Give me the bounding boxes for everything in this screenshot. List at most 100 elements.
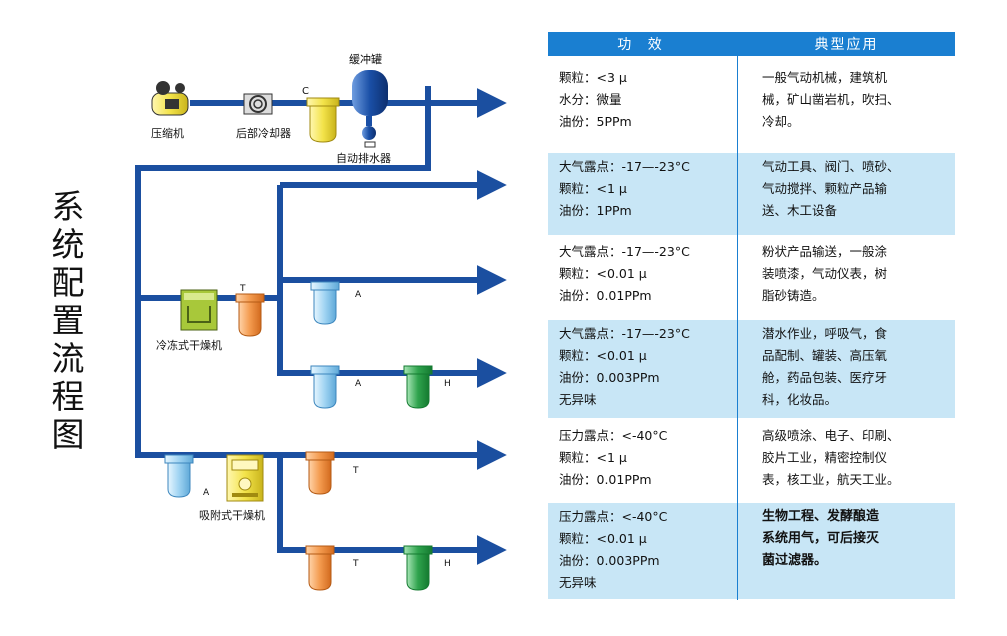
- effect-line: 颗粒：<1 μ: [559, 450, 627, 465]
- auto-drain-label: 自动排水器: [336, 151, 391, 165]
- filter-a-3: A: [164, 454, 210, 498]
- filter-h-1-label: H: [444, 379, 451, 389]
- filter-a-1-label: A: [355, 290, 362, 300]
- application-line: 气动搅拌、颗粒产品输: [762, 181, 888, 196]
- effect-cell: 压力露点：<-40°C 颗粒：<1 μ 油份：0.01PPm: [548, 422, 738, 500]
- effect-cell: 大气露点：-17—-23°C 颗粒：<1 μ 油份：1PPm: [548, 153, 738, 235]
- header-effect: 功 效: [548, 32, 738, 56]
- effect-line: 大气露点：-17—-23°C: [559, 244, 690, 259]
- filter-h-2-label: H: [444, 559, 451, 569]
- effect-line: 颗粒：<0.01 μ: [559, 266, 647, 281]
- effect-line: 颗粒：<1 μ: [559, 181, 627, 196]
- effect-line: 油份：5PPm: [559, 114, 632, 129]
- table-row: 大气露点：-17—-23°C 颗粒：<0.01 μ 油份：0.003PPm 无异味 潜水…: [548, 320, 955, 418]
- buffer-tank: 缓冲罐 自动排水器: [336, 52, 391, 165]
- effect-cell: 颗粒：<3 μ 水分：微量油份：5PPm: [548, 64, 738, 150]
- filter-t-1: T: [235, 284, 265, 337]
- application-line: 脂砂铸造。: [762, 288, 825, 303]
- application-line: 粉状产品输送，一般涂: [762, 244, 888, 259]
- refrigerated-dryer-label: 冷冻式干燥机: [156, 338, 222, 352]
- application-line: 系统用气，可后接灭: [762, 531, 880, 546]
- application-cell: 粉状产品输送，一般涂装喷漆，气动仪表，树脂砂铸造。: [738, 238, 955, 317]
- effect-line: 压力露点：<-40°C: [559, 428, 668, 443]
- effect-line: 大气露点：-17—-23°C: [559, 326, 690, 341]
- effect-cell: 大气露点：-17—-23°C 颗粒：<0.01 μ 油份：0.003PPm 无异味: [548, 320, 738, 418]
- compressor-label: 压缩机: [151, 126, 184, 140]
- filter-h-1: H: [403, 365, 451, 409]
- table-header: 功 效 典型应用: [548, 32, 955, 56]
- table-row: 大气露点：-17—-23°C 颗粒：<0.01 μ 油份：0.01PPm 粉状产品输送…: [548, 238, 955, 317]
- side-title: 系 统 配 置 流 程 图: [44, 188, 92, 454]
- effect-line: 颗粒：<3 μ: [559, 70, 627, 85]
- effect-line: 颗粒：<0.01 μ: [559, 531, 647, 546]
- application-line: 潜水作业，呼吸气，食: [762, 326, 888, 341]
- application-line: 送、木工设备: [762, 203, 838, 218]
- filter-t-3: T: [305, 545, 359, 591]
- application-line: 生物工程、发酵酿造: [762, 509, 880, 524]
- filter-a-2: A: [310, 365, 362, 409]
- effect-line: 油份：0.01PPm: [559, 472, 652, 487]
- application-line: 气动工具、阀门、喷砂、: [762, 159, 900, 174]
- table-row: 大气露点：-17—-23°C 颗粒：<1 μ 油份：1PPm 气动工具、阀门、喷砂、气…: [548, 153, 955, 235]
- effect-line: 水分：微量: [559, 92, 622, 107]
- effect-line: 油份：0.003PPm: [559, 553, 660, 568]
- filter-c: C: [302, 86, 340, 143]
- filter-t-2-label: T: [352, 466, 359, 476]
- application-cell: 气动工具、阀门、喷砂、气动搅拌、颗粒产品输送、木工设备: [738, 153, 955, 235]
- buffer-tank-label: 缓冲罐: [349, 52, 382, 66]
- effect-cell: 大气露点：-17—-23°C 颗粒：<0.01 μ 油份：0.01PPm: [548, 238, 738, 317]
- application-line: 舱，药品包装、医疗牙: [762, 370, 888, 385]
- effect-line: 油份：0.003PPm: [559, 370, 660, 385]
- filter-c-label: C: [302, 86, 309, 97]
- side-title-char: 置: [51, 301, 85, 340]
- application-cell: 高级喷涂、电子、印刷、胶片工业，精密控制仪表，核工业，航天工业。: [738, 422, 955, 500]
- filter-t-3-label: T: [352, 559, 359, 569]
- effect-line: 颗粒：<0.01 μ: [559, 348, 647, 363]
- application-line: 菌过滤器。: [762, 553, 828, 568]
- application-line: 表，核工业，航天工业。: [762, 472, 900, 487]
- effect-line: 压力露点：<-40°C: [559, 509, 668, 524]
- adsorption-dryer-label: 吸附式干燥机: [199, 508, 265, 522]
- application-line: 一般气动机械，建筑机: [762, 70, 888, 85]
- application-line: 械，矿山凿岩机，吹扫、: [762, 92, 900, 107]
- effect-cell: 压力露点：<-40°C 颗粒：<0.01 μ 油份：0.003PPm 无异味: [548, 503, 738, 599]
- filter-a-3-label: A: [203, 488, 210, 498]
- filter-a-1: A: [310, 281, 362, 325]
- side-title-char: 流: [51, 339, 85, 378]
- effect-line: 油份：1PPm: [559, 203, 632, 218]
- header-application: 典型应用: [814, 37, 879, 53]
- application-cell: 生物工程、发酵酿造系统用气，可后接灭菌过滤器。: [738, 503, 955, 599]
- effect-line: 无异味: [559, 575, 597, 590]
- filter-t-2: T: [305, 451, 359, 495]
- application-line: 高级喷涂、电子、印刷、: [762, 428, 900, 443]
- application-line: 冷却。: [762, 114, 800, 129]
- side-title-char: 系: [51, 187, 85, 226]
- compressor: 压缩机: [151, 81, 189, 140]
- column-divider: [737, 32, 738, 600]
- effect-line: 油份：0.01PPm: [559, 288, 652, 303]
- filter-a-2-label: A: [355, 379, 362, 389]
- filter-h-2: H: [403, 545, 451, 591]
- application-cell: 潜水作业，呼吸气，食品配制、罐装、高压氧舱，药品包装、医疗牙科，化妆品。: [738, 320, 955, 418]
- side-title-char: 程: [51, 377, 85, 416]
- table-row: 颗粒：<3 μ 水分：微量油份：5PPm 一般气动机械，建筑机械，矿山凿岩机，吹扫、…: [548, 64, 955, 150]
- filter-t-1-label: T: [239, 284, 246, 294]
- effect-line: 无异味: [559, 392, 597, 407]
- application-line: 胶片工业，精密控制仪: [762, 450, 888, 465]
- side-title-char: 图: [51, 415, 85, 454]
- aftercooler: 后部冷却器: [236, 93, 291, 140]
- table-row: 压力露点：<-40°C 颗粒：<0.01 μ 油份：0.003PPm 无异味 生物工程、…: [548, 503, 955, 599]
- table-row: 压力露点：<-40°C 颗粒：<1 μ 油份：0.01PPm 高级喷涂、电子、印刷、胶…: [548, 422, 955, 500]
- application-line: 装喷漆，气动仪表，树: [762, 266, 888, 281]
- application-line: 品配制、罐装、高压氧: [762, 348, 888, 363]
- aftercooler-label: 后部冷却器: [236, 126, 291, 140]
- spec-table: 功 效 典型应用: [548, 32, 955, 56]
- side-title-char: 配: [51, 263, 85, 302]
- adsorption-dryer: 吸附式干燥机: [199, 454, 265, 522]
- effect-line: 大气露点：-17—-23°C: [559, 159, 690, 174]
- side-title-char: 统: [51, 225, 85, 264]
- application-cell: 一般气动机械，建筑机械，矿山凿岩机，吹扫、冷却。: [738, 64, 955, 150]
- refrigerated-dryer: 冷冻式干燥机: [156, 289, 222, 352]
- application-line: 科，化妆品。: [762, 392, 838, 407]
